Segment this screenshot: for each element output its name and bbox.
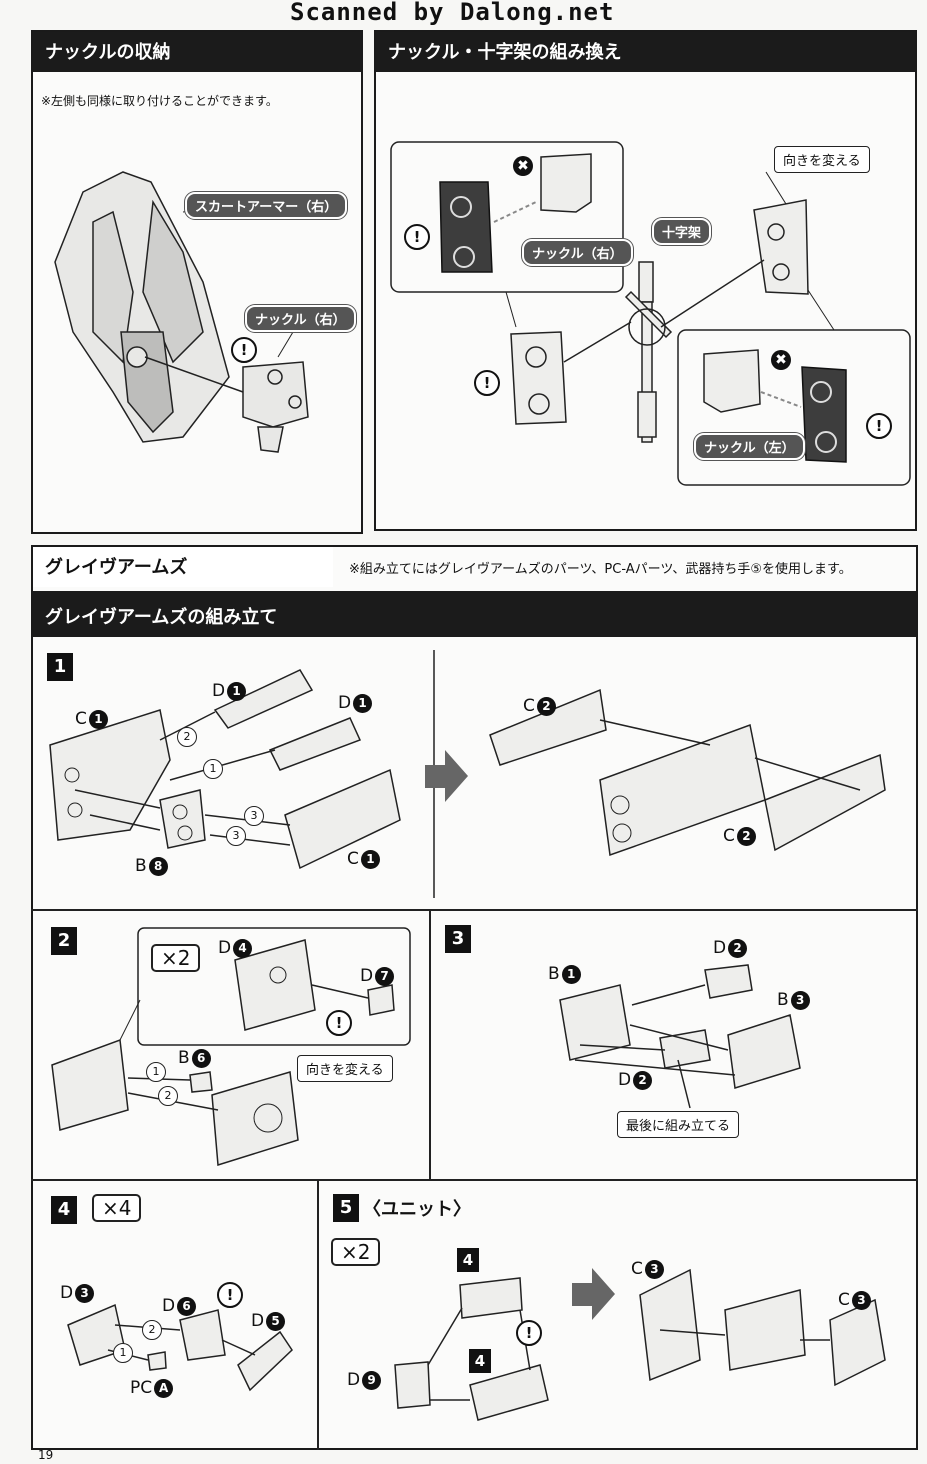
exclaim-icon: ! bbox=[866, 413, 892, 439]
assemble-last-label: 最後に組み立てる bbox=[617, 1111, 740, 1138]
glaive-arms-note: ※組み立てにはグレイヴアームズのパーツ、PC-Aパーツ、武器持ち手⑤を使用します… bbox=[349, 562, 852, 577]
glaive-arms-title: グレイヴアームズ bbox=[33, 547, 333, 587]
sub-step-4: 4 bbox=[457, 1248, 479, 1272]
knuckle-swap-panel: ナックル・十字架の組み換え bbox=[374, 30, 917, 531]
step-4-number: 4 bbox=[51, 1196, 77, 1224]
cross-mark-icon: ✖ bbox=[771, 350, 791, 370]
exclaim-icon: ! bbox=[231, 337, 257, 363]
order-marker: 1 bbox=[203, 759, 223, 779]
order-marker: 2 bbox=[158, 1086, 178, 1106]
order-marker: 1 bbox=[113, 1343, 133, 1363]
exclaim-icon: ! bbox=[474, 370, 500, 396]
knuckle-storage-title: ナックルの収納 bbox=[33, 32, 361, 72]
knuckle-swap-illustration bbox=[390, 141, 911, 486]
watermark: Scanned by Dalong.net bbox=[290, 0, 615, 26]
exclaim-icon: ! bbox=[404, 224, 430, 250]
knuckle-swap-title: ナックル・十字架の組み換え bbox=[376, 32, 915, 72]
knuckle-storage-note: ※左側も同様に取り付けることができます。 bbox=[41, 94, 278, 108]
step-3-number: 3 bbox=[445, 925, 471, 953]
order-marker: 2 bbox=[177, 727, 197, 747]
order-marker: 2 bbox=[142, 1320, 162, 1340]
skirt-armor-illustration bbox=[54, 171, 309, 453]
page-number: 19 bbox=[38, 1448, 54, 1462]
exclaim-icon: ! bbox=[516, 1320, 542, 1346]
order-marker: 3 bbox=[244, 806, 264, 826]
exclaim-icon: ! bbox=[217, 1282, 243, 1308]
knuckle-storage-panel: ナックルの収納 ※左側も同様に取り付けることができます。 スカートアーマー（右）… bbox=[31, 30, 363, 534]
knuckle-right-label: ナックル（右） bbox=[522, 239, 633, 266]
skirt-armor-label: スカートアーマー（右） bbox=[185, 192, 348, 219]
cross-label: 十字架 bbox=[652, 218, 712, 245]
knuckle-left-label: ナックル（左） bbox=[694, 433, 805, 460]
sub-step-4: 4 bbox=[469, 1349, 491, 1373]
order-marker: 1 bbox=[146, 1062, 166, 1082]
multiplier-badge: ×2 bbox=[331, 1238, 381, 1266]
glaive-arms-assembly-title: グレイヴアームズの組み立て bbox=[33, 591, 916, 637]
step-5-number: 5 bbox=[333, 1194, 359, 1222]
exclaim-icon: ! bbox=[326, 1010, 352, 1036]
step-1-number: 1 bbox=[47, 653, 73, 681]
turn-around-label: 向きを変える bbox=[297, 1055, 393, 1082]
order-marker: 3 bbox=[226, 826, 246, 846]
cross-mark-icon: ✖ bbox=[513, 156, 533, 176]
step-5-title: 〈ユニット〉 bbox=[363, 1199, 471, 1220]
multiplier-badge: ×4 bbox=[92, 1194, 142, 1222]
knuckle-right-label: ナックル（右） bbox=[245, 305, 356, 332]
step-2-number: 2 bbox=[51, 927, 77, 955]
multiplier-badge: ×2 bbox=[151, 944, 201, 972]
turn-around-label: 向きを変える bbox=[774, 146, 870, 173]
